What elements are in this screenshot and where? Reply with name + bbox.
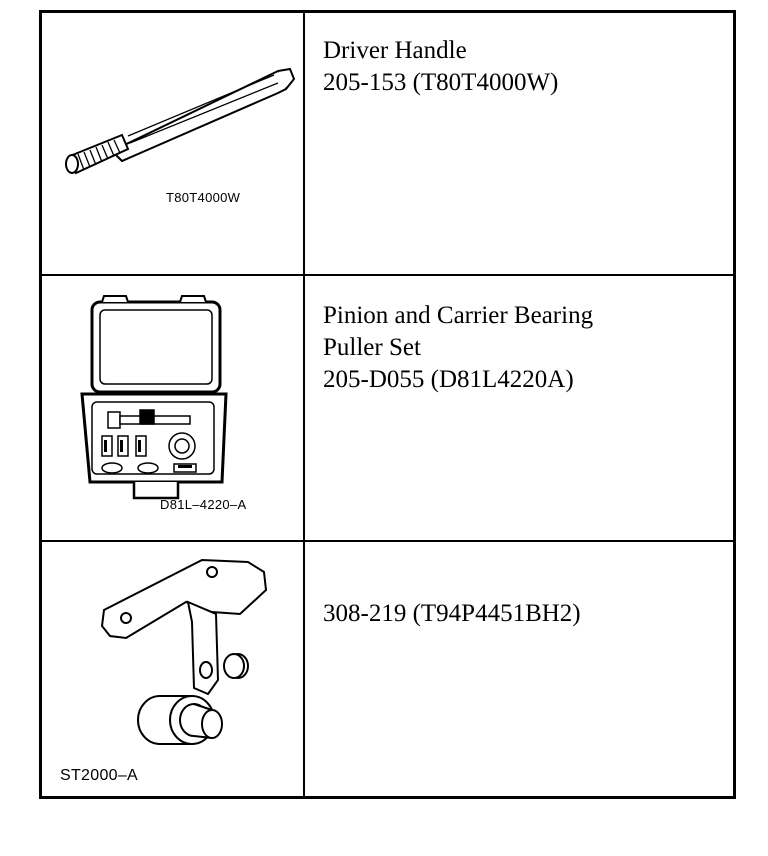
tool-description: Pinion and Carrier Bearing Puller Set 20… [323,300,593,396]
tool-number: 205-153 (T80T4000W) [323,69,559,96]
tool-row-puller-set: D81L–4220–A Pinion and Carrier Bearing P… [42,276,733,542]
tool-name: Driver Handle [323,37,467,64]
special-tools-table: T80T4000W Driver Handle 205-153 (T80T400… [39,10,736,799]
column-divider [303,542,305,796]
tool-number: 308-219 (T94P4451BH2) [323,600,581,627]
tool-illustration-label: ST2000–A [60,767,139,784]
tool-illustration-label: D81L–4220–A [160,497,247,512]
tool-number: 205-D055 (D81L4220A) [323,366,574,393]
tool-description: 308-219 (T94P4451BH2) [323,598,581,630]
tool-illustration: T80T4000W [42,13,303,274]
tool-row-driver-handle: T80T4000W Driver Handle 205-153 (T80T400… [42,13,733,276]
puller-set-case-icon [80,295,228,500]
driver-handle-icon [65,67,296,175]
tool-description: Driver Handle 205-153 (T80T4000W) [323,35,558,99]
tool-row-bracket: ST2000–A 308-219 (T94P4451BH2) [42,542,733,796]
tool-illustration: D81L–4220–A [42,276,303,540]
tool-illustration-label: T80T4000W [166,190,241,205]
tool-name-line-1: Pinion and Carrier Bearing [323,302,594,329]
tool-illustration: ST2000–A [42,542,303,796]
column-divider [303,13,305,274]
column-divider [303,276,305,540]
bracket-tool-icon [100,558,268,745]
tool-name-line-2: Puller Set [323,334,421,361]
